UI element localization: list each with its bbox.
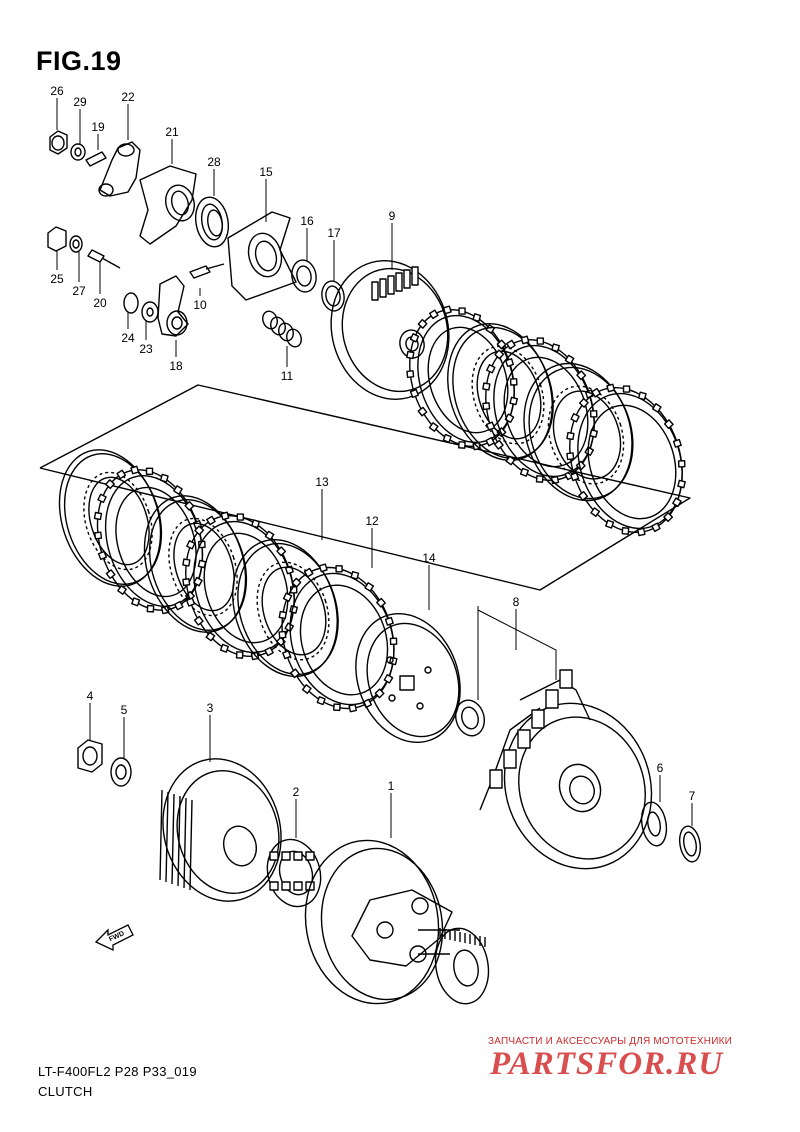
part-label-21: 21	[165, 125, 179, 139]
part-label-27: 27	[72, 284, 86, 298]
upper-friction-plate-3	[566, 383, 686, 537]
pressure-plate	[330, 260, 450, 400]
part-label-6: 6	[657, 761, 664, 775]
part-label-9: 9	[389, 209, 396, 223]
part-label-22: 22	[121, 90, 135, 104]
part-label-4: 4	[87, 689, 94, 703]
watermark-caption: ЗАПЧАСТИ И АКСЕССУАРЫ ДЛЯ МОТОТЕХНИКИ	[488, 1036, 733, 1047]
clutch-drum-gear	[304, 839, 490, 1005]
upper-steel-plate-1	[447, 322, 554, 462]
leader-lines	[56, 98, 693, 838]
part-label-29: 29	[73, 95, 87, 109]
exploded-view-drawing	[39, 130, 702, 1005]
part-label-28: 28	[207, 155, 221, 169]
lower-steel-plate-1	[58, 449, 163, 587]
section-name: CLUTCH	[38, 1084, 93, 1099]
part-label-16: 16	[300, 214, 314, 228]
part-label-8: 8	[513, 595, 520, 609]
part-label-13: 13	[315, 475, 329, 489]
figure-title: FIG.19	[36, 46, 122, 76]
part-label-7: 7	[689, 789, 696, 803]
fwd-arrow-icon: FWD	[94, 924, 134, 952]
part-label-26: 26	[50, 84, 64, 98]
part-label-15: 15	[259, 165, 273, 179]
part-label-23: 23	[139, 342, 153, 356]
part-number-labels: 1234567891011121314151617181920212223242…	[50, 84, 695, 803]
part-label-5: 5	[121, 703, 128, 717]
watermark-logo: PARTSFOR.RU	[490, 1046, 724, 1082]
part-label-12: 12	[365, 514, 379, 528]
lower-friction-plate-1	[93, 465, 207, 615]
plate-stack-frame	[39, 384, 691, 591]
lower-steel-plate-2	[143, 495, 248, 633]
part-label-18: 18	[169, 359, 183, 373]
lower-friction-plate-2	[182, 511, 298, 661]
upper-friction-plate-1	[406, 305, 519, 451]
part-label-1: 1	[388, 779, 395, 793]
release-arm-assembly	[47, 130, 345, 348]
lower-friction-plate-3	[278, 563, 398, 713]
part-label-24: 24	[121, 331, 135, 345]
clutch-housing	[454, 669, 653, 870]
part-label-19: 19	[91, 120, 105, 134]
lower-steel-plate-3	[232, 538, 339, 678]
part-label-20: 20	[93, 296, 107, 310]
model-code: LT-F400FL2 P28 P33_019	[38, 1064, 197, 1079]
part-label-11: 11	[281, 369, 294, 383]
part-label-10: 10	[193, 298, 207, 312]
part-label-3: 3	[207, 701, 214, 715]
clutch-sleeve-hub	[77, 739, 702, 908]
leader-line-8-housing	[477, 609, 557, 680]
upper-steel-plate-2	[523, 362, 634, 502]
part-label-14: 14	[422, 551, 436, 565]
part-label-25: 25	[50, 272, 64, 286]
clutch-hub-plate	[355, 612, 461, 744]
part-label-17: 17	[327, 226, 341, 240]
part-label-2: 2	[293, 785, 300, 799]
